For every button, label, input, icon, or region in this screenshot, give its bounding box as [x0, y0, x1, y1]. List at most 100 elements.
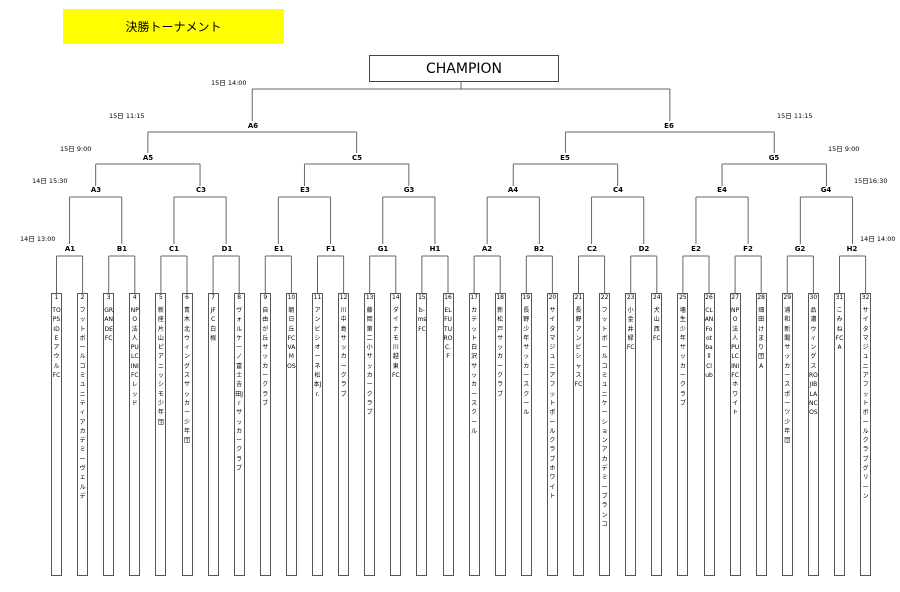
team-number: 15	[418, 294, 426, 301]
match-label-A1: A1	[64, 245, 76, 253]
match-label-E6: E6	[664, 122, 674, 130]
team-number: 26	[705, 294, 713, 301]
team-box: 10 朝日丘FC VAMOS	[285, 293, 298, 576]
team-box: 30 品濃ウィングス ROJIBLANCOS	[807, 293, 819, 576]
team-number: 27	[731, 294, 739, 301]
team-name: 品濃ウィングス ROJIBLANCOS	[808, 307, 819, 417]
team-box: 24 犬山西FC	[651, 293, 663, 576]
team-name: TOPSIDEアウルFC	[52, 307, 61, 380]
team-number: 10	[287, 294, 296, 301]
team-number: 24	[652, 294, 661, 301]
match-label-B1: B1	[116, 245, 128, 253]
team-number: 32	[861, 294, 870, 301]
time-r16-left: 14日 15:30	[32, 177, 68, 185]
team-name: ダイナモ川越東FC	[391, 307, 400, 380]
team-name: 犬山西FC	[652, 307, 661, 342]
team-box: 9 自由が丘サッカークラブ	[259, 293, 271, 576]
match-label-H2: H2	[846, 245, 858, 253]
time-r16-right: 15日16:30	[854, 177, 888, 185]
team-number: 16	[444, 294, 452, 301]
match-label-B2: B2	[533, 245, 545, 253]
match-label-A2: A2	[481, 245, 493, 253]
team-number: 21	[574, 294, 583, 301]
match-label-G5: G5	[768, 154, 780, 162]
team-name: b-ms FC	[417, 307, 429, 333]
match-label-F1: F1	[326, 245, 336, 253]
team-name: JFC白根	[210, 307, 217, 342]
team-number: 13	[365, 294, 374, 301]
match-label-H1: H1	[429, 245, 441, 253]
team-box: 23 小金井緑FC	[625, 293, 637, 576]
time-qf-left: 15日 9:00	[60, 145, 92, 153]
match-label-F2: F2	[743, 245, 753, 253]
match-label-C5: C5	[351, 154, 363, 162]
match-label-A4: A4	[507, 186, 519, 194]
team-number: 20	[548, 294, 557, 301]
team-name: サイタマジュニアフットボールクラブ ホワイト	[549, 307, 558, 500]
team-name: 小金井緑FC	[626, 307, 635, 352]
team-name: 川中島サッカークラブ	[340, 307, 347, 398]
page-title: 決勝トーナメント	[63, 9, 284, 44]
team-name: 自由が丘サッカークラブ	[262, 307, 269, 407]
match-label-E5: E5	[560, 154, 570, 162]
team-name: 長野少年サッカースクール	[523, 307, 530, 417]
team-number: 7	[211, 294, 215, 301]
match-label-G3: G3	[403, 186, 415, 194]
team-box: 22 フットボールコミュニケーションアカデミー ブランコ	[599, 293, 611, 576]
match-label-E1: E1	[274, 245, 284, 253]
team-name: フットボールコミュニケーションアカデミー ブランコ	[601, 307, 610, 528]
team-name: 畑田けまり団 A	[758, 307, 767, 370]
match-label-C4: C4	[612, 186, 624, 194]
team-name: NPO法人 PULCINI FC ホワイト	[731, 307, 742, 417]
team-box: 14 ダイナモ川越東FC	[390, 293, 402, 576]
team-box: 15 b-ms FC	[416, 293, 429, 576]
team-name: GRANDE FC	[104, 307, 115, 342]
team-number: 17	[470, 294, 478, 301]
team-box: 20 サイタマジュニアフットボールクラブ ホワイト	[546, 293, 558, 576]
match-label-A5: A5	[142, 154, 154, 162]
team-number: 8	[237, 294, 242, 301]
team-number: 19	[522, 294, 531, 301]
team-box: 13 藤岡第二小サッカークラブ	[364, 293, 376, 576]
team-number: 23	[626, 294, 635, 301]
time-semi-right: 15日 11:15	[777, 112, 813, 120]
time-semi-left: 15日 11:15	[109, 112, 145, 120]
team-number: 4	[132, 294, 137, 301]
match-label-C1: C1	[168, 245, 180, 253]
team-name: アンビシオーネ松本Jr.	[313, 307, 322, 398]
team-number: 12	[339, 294, 348, 301]
team-name: EL FUTURO C.F	[443, 307, 455, 361]
match-label-E2: E2	[691, 245, 701, 253]
time-r32-left: 14日 13:00	[20, 235, 56, 243]
match-label-A6: A6	[247, 122, 259, 130]
time-final: 15日 14:00	[211, 79, 247, 87]
team-name: 朝日丘FC VAMOS	[287, 307, 298, 370]
team-box: 16 EL FUTURO C.F	[442, 293, 455, 576]
team-name: 藤岡第二小サッカークラブ	[366, 307, 373, 417]
team-number: 22	[600, 294, 609, 301]
team-number: 9	[263, 294, 268, 301]
team-number: 25	[679, 294, 687, 301]
match-label-G4: G4	[820, 186, 832, 194]
match-label-C2: C2	[586, 245, 598, 253]
team-name: カテット白沢サッカースクール	[471, 307, 478, 435]
team-name: 浦和新聞サッカースポーツ少年団	[784, 307, 791, 445]
team-number: 1	[54, 294, 59, 301]
match-label-D2: D2	[638, 245, 650, 253]
team-number: 30	[809, 294, 818, 301]
team-box: 11 アンビシオーネ松本Jr.	[312, 293, 323, 576]
team-name: 新座片山ピアニッシモ少年団	[157, 307, 164, 426]
team-number: 11	[313, 294, 322, 301]
team-number: 14	[391, 294, 400, 301]
